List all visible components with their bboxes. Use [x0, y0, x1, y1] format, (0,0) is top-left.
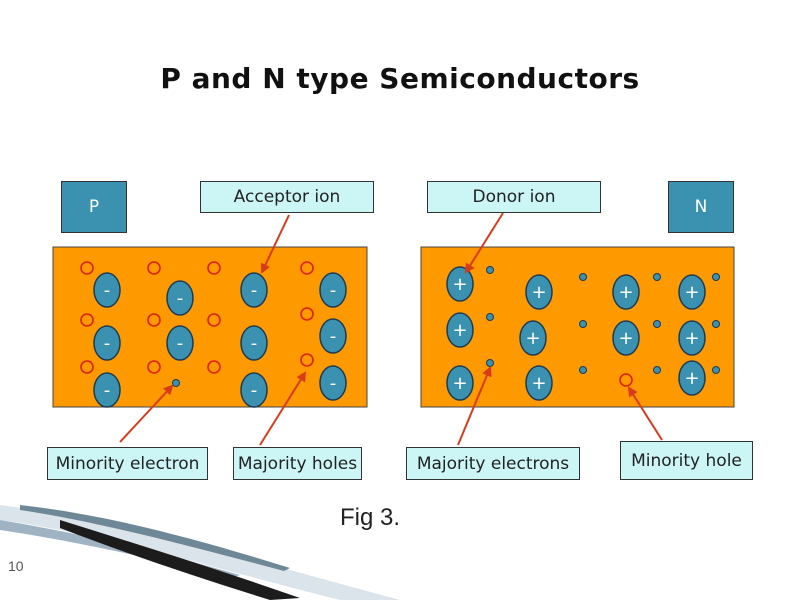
ion-sign: -	[104, 380, 111, 401]
ion: -	[240, 325, 268, 361]
electron	[653, 366, 661, 374]
ion: +	[678, 274, 706, 310]
ion: -	[93, 272, 121, 308]
minority-hole-label: Minority hole	[620, 441, 753, 480]
ion-sign: -	[330, 326, 337, 347]
electron	[653, 320, 661, 328]
hole	[207, 360, 221, 374]
hole	[300, 261, 314, 275]
ion: -	[319, 318, 347, 354]
ion-sign: -	[330, 373, 337, 394]
donor-ion-arrow	[464, 212, 504, 274]
electron	[172, 379, 180, 387]
donor-ion-label: Donor ion	[427, 181, 601, 213]
ion: -	[166, 280, 194, 316]
figure-caption: Fig 3.	[340, 504, 401, 531]
ion-sign: -	[251, 380, 258, 401]
hole	[147, 261, 161, 275]
electron	[486, 266, 494, 274]
hole	[147, 360, 161, 374]
electron	[712, 366, 720, 374]
hole	[147, 313, 161, 327]
ion-sign: +	[684, 368, 699, 389]
acceptor-ion-label: Acceptor ion	[200, 181, 374, 213]
hole	[207, 313, 221, 327]
ion-sign: -	[104, 333, 111, 354]
hole	[80, 360, 94, 374]
ion: -	[240, 372, 268, 408]
majority-electrons-arrow	[457, 366, 492, 446]
majority-holes-label: Majority holes	[233, 447, 362, 480]
electron	[653, 273, 661, 281]
page-title: P and N type Semiconductors	[160, 62, 640, 95]
ion-sign: -	[177, 288, 184, 309]
ion: -	[93, 325, 121, 361]
electron	[486, 313, 494, 321]
ion: +	[678, 320, 706, 356]
ion-sign: +	[531, 282, 546, 303]
ion: +	[519, 320, 547, 356]
ion: +	[525, 274, 553, 310]
ion-sign: +	[452, 320, 467, 341]
hole	[619, 373, 633, 387]
ion-sign: +	[452, 274, 467, 295]
electron	[712, 320, 720, 328]
acceptor-ion-arrow	[260, 214, 290, 274]
ion-sign: +	[684, 282, 699, 303]
minority-electron-arrow	[119, 384, 174, 443]
hole	[80, 313, 94, 327]
ion: +	[525, 365, 553, 401]
ion-sign: +	[618, 328, 633, 349]
minority-electron-label: Minority electron	[47, 447, 208, 480]
n-type-tag: N	[668, 181, 734, 233]
ion: -	[166, 325, 194, 361]
ion: -	[93, 372, 121, 408]
ion-sign: +	[452, 373, 467, 394]
electron	[712, 273, 720, 281]
electron	[486, 359, 494, 367]
electron	[579, 273, 587, 281]
hole	[300, 353, 314, 367]
ion-sign: +	[618, 282, 633, 303]
ion: +	[678, 360, 706, 396]
ion: +	[446, 365, 474, 401]
ion-sign: +	[531, 373, 546, 394]
page-number: 10	[8, 558, 24, 574]
ion-sign: -	[330, 280, 337, 301]
hole	[207, 261, 221, 275]
ion-sign: -	[104, 280, 111, 301]
ion: +	[446, 266, 474, 302]
ion: +	[612, 320, 640, 356]
ion-sign: +	[525, 328, 540, 349]
ion: +	[612, 274, 640, 310]
electron	[579, 320, 587, 328]
ion-sign: -	[177, 333, 184, 354]
ion: -	[240, 272, 268, 308]
ion-sign: -	[251, 280, 258, 301]
electron	[579, 366, 587, 374]
ion-sign: -	[251, 333, 258, 354]
p-type-tag: P	[61, 181, 127, 233]
hole	[80, 261, 94, 275]
ion: +	[446, 312, 474, 348]
ion: -	[319, 365, 347, 401]
majority-holes-arrow	[259, 371, 307, 446]
hole	[300, 307, 314, 321]
ion-sign: +	[684, 328, 699, 349]
majority-electrons-label: Majority electrons	[406, 447, 580, 480]
ion: -	[319, 272, 347, 308]
minority-hole-arrow	[627, 386, 663, 441]
